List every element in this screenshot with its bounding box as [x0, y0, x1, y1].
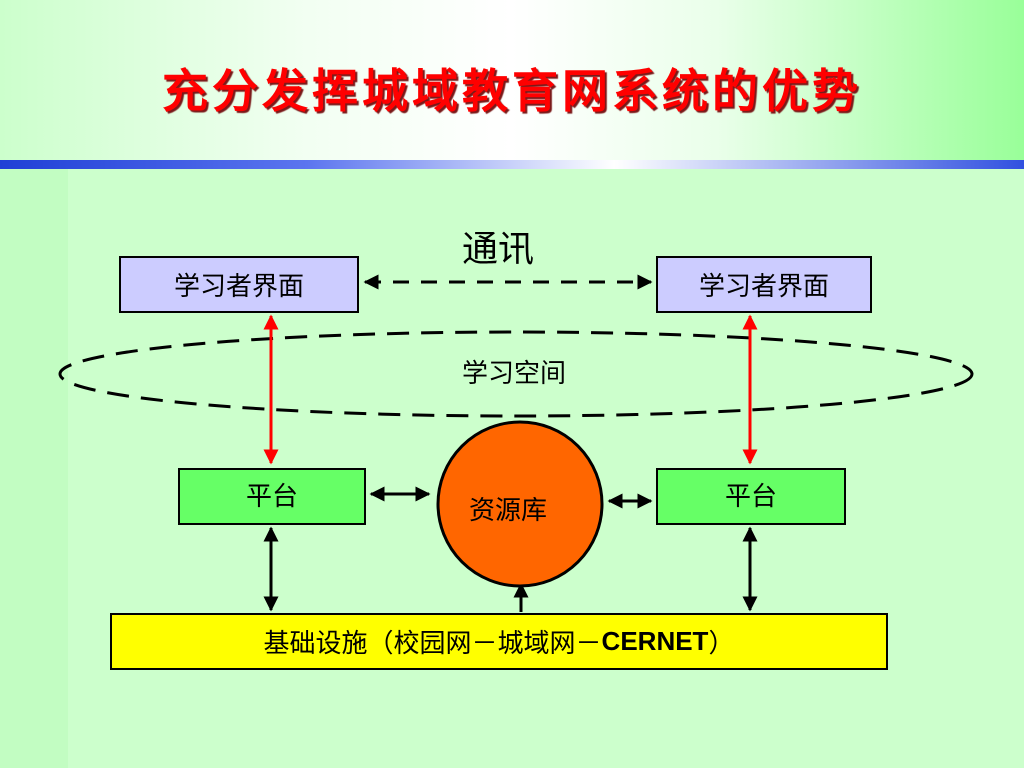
slide-title: 充分发挥城域教育网系统的优势 — [162, 64, 862, 118]
resource-library-label: 资源库 — [469, 496, 548, 526]
infrastructure-cernet: CERNET — [601, 626, 709, 656]
learning-space-label: 学习空间 — [462, 359, 567, 389]
learning-space-ellipse — [58, 330, 974, 418]
resource-library-circle — [436, 420, 604, 588]
title-header — [0, 0, 1024, 160]
infrastructure-suffix: ） — [708, 629, 735, 659]
platform-right: 平台 — [656, 468, 846, 525]
learner-interface-right: 学习者界面 — [656, 256, 872, 313]
infrastructure-box: 基础设施（校园网－城域网－CERNET） — [110, 613, 888, 670]
learner-interface-left: 学习者界面 — [119, 256, 359, 313]
header-divider — [0, 160, 1024, 169]
infrastructure-prefix: 基础设施（校园网－城域网－ — [263, 629, 602, 659]
communication-label: 通讯 — [462, 229, 535, 270]
platform-left: 平台 — [178, 468, 366, 525]
